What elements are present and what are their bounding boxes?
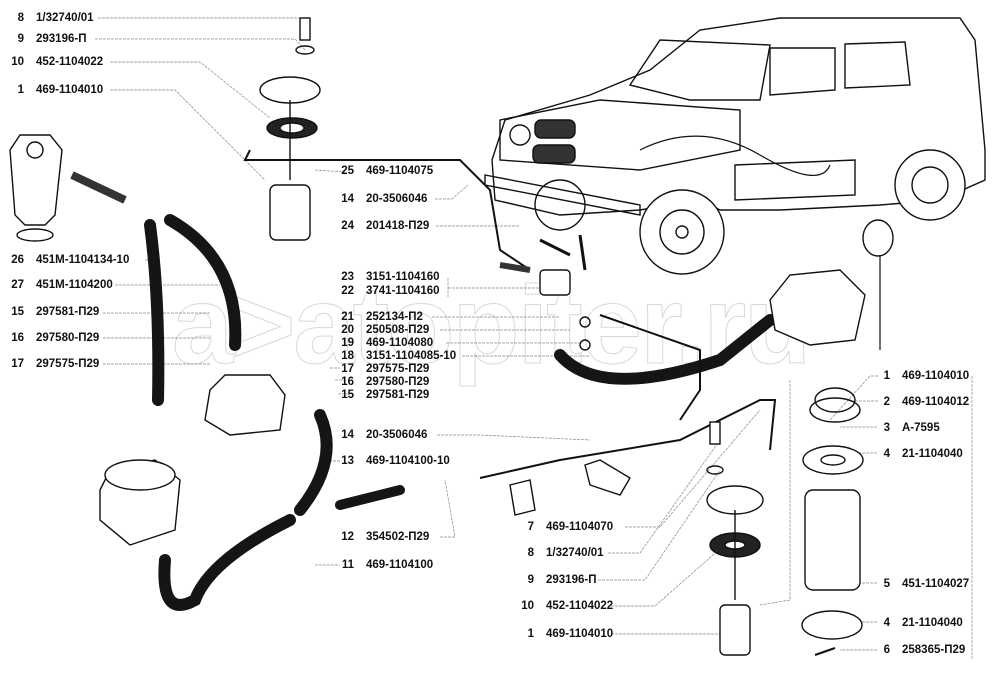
fuel-hoses [144,214,776,611]
fuel-filter-assembly [9,134,127,242]
fuel-pump-right [769,219,894,350]
hose-clamp [509,459,631,516]
fuel-level-sender-top [259,17,321,241]
fuel-pumps [99,374,286,546]
fuel-valve [499,234,591,351]
vehicle-illustration [484,17,986,275]
filter-element-stack [801,387,864,656]
fuel-level-sender-bottom [706,421,764,656]
fuel-lines [243,149,777,479]
